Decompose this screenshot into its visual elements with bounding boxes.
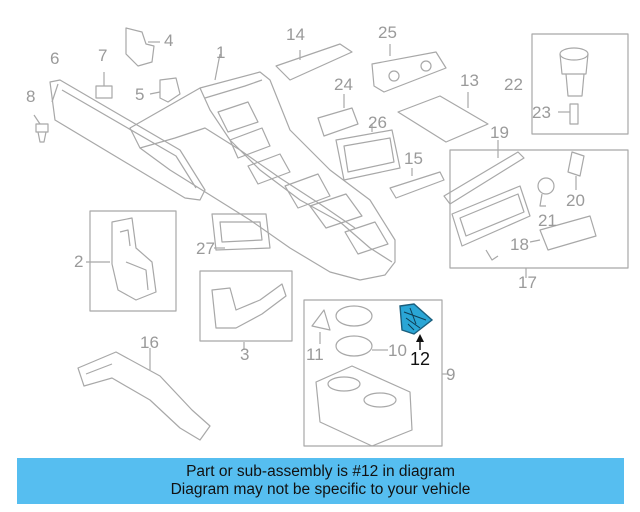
callout-7: 7 <box>98 46 108 65</box>
callout-26: 26 <box>368 113 387 132</box>
inset-box-3 <box>199 270 293 342</box>
callout-6: 6 <box>50 49 60 68</box>
callout-25: 25 <box>378 23 397 42</box>
parts-diagram <box>33 27 629 447</box>
callout-16: 16 <box>140 333 159 352</box>
part-2-bracket <box>86 217 157 301</box>
callout-27: 27 <box>196 239 215 258</box>
callout-20: 20 <box>566 191 585 210</box>
callout-13: 13 <box>460 71 479 90</box>
part-9-cupholder-tray <box>315 365 448 447</box>
callout-22: 22 <box>504 75 523 94</box>
callout-8: 8 <box>26 87 36 106</box>
callout-14: 14 <box>286 25 305 44</box>
callout-21: 21 <box>538 211 557 230</box>
part-19-trim-strip <box>443 140 525 205</box>
callout-24: 24 <box>334 75 353 94</box>
part-5-clip <box>149 77 181 103</box>
part-6-side-trim <box>49 79 206 201</box>
part-17-tray <box>451 185 531 278</box>
part-1-console-body <box>129 53 396 281</box>
part-18-switch <box>529 215 597 251</box>
part-27-switch <box>211 213 271 251</box>
callout-5: 5 <box>135 85 145 104</box>
part-24-switch <box>317 94 359 137</box>
callout-18: 18 <box>510 235 529 254</box>
banner-line-1: Part or sub-assembly is #12 in diagram <box>186 463 455 480</box>
callout-17: 17 <box>518 273 537 292</box>
callout-10: 10 <box>388 341 407 360</box>
part-21-knob <box>537 177 555 207</box>
part-3-bracket <box>211 283 287 350</box>
part-16-duct <box>77 348 211 441</box>
part-14-panel <box>275 43 353 81</box>
callout-11: 11 <box>306 345 324 364</box>
part-23-pin <box>558 103 579 125</box>
part-13-pad <box>397 92 489 143</box>
part-26-switch-panel <box>335 124 401 181</box>
part-22-cup-holder <box>559 47 589 97</box>
part-11-clip <box>311 309 331 344</box>
part-15-trim-strip <box>389 168 445 199</box>
info-banner: Part or sub-assembly is #12 in diagram D… <box>17 458 624 504</box>
callout-19: 19 <box>490 123 509 142</box>
part-25-control-unit <box>371 44 447 93</box>
callout-12: 12 <box>410 349 431 369</box>
callout-9: 9 <box>446 365 456 384</box>
callout-15: 15 <box>404 149 423 168</box>
part-12-highlighted <box>399 303 434 350</box>
part-4-bracket <box>125 27 160 67</box>
inset-box-2 <box>89 210 177 312</box>
part-10-mat <box>335 305 388 357</box>
callout-4: 4 <box>164 31 174 50</box>
inset-box-22 <box>531 33 629 135</box>
callout-23: 23 <box>532 103 551 122</box>
callout-1: 1 <box>216 43 226 62</box>
part-7-clip <box>95 72 113 99</box>
banner-line-2: Diagram may not be specific to your vehi… <box>170 481 471 498</box>
callout-2: 2 <box>74 252 84 271</box>
callout-3: 3 <box>240 345 250 364</box>
part-8-screw <box>33 114 49 143</box>
part-20-switch <box>567 151 585 190</box>
inset-box-17 <box>449 149 629 269</box>
